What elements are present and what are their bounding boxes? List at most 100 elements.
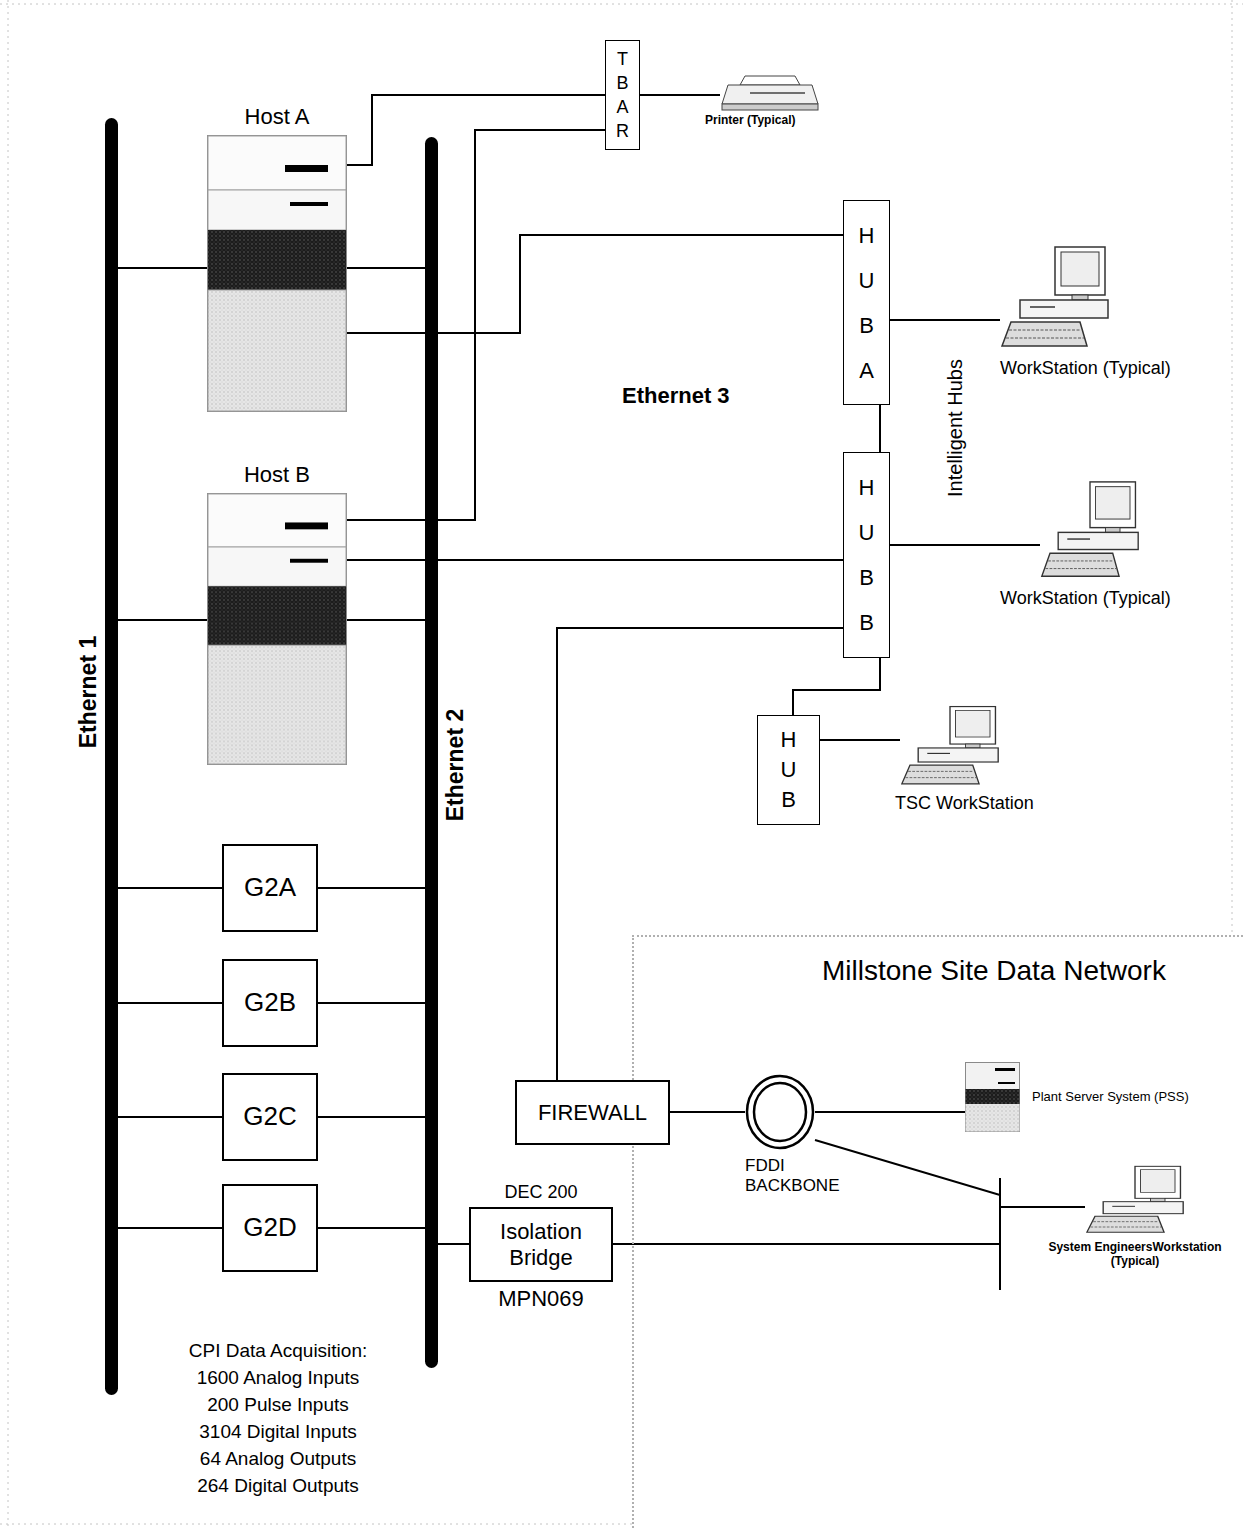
box-text: G2B	[244, 988, 296, 1018]
keyboard	[1042, 553, 1119, 576]
control-panel	[208, 586, 346, 645]
network-link	[347, 235, 843, 333]
key-row	[1009, 330, 1081, 331]
case-front	[208, 290, 346, 411]
network-link	[318, 887, 425, 889]
network-link	[438, 1243, 469, 1245]
box-text: G2A	[244, 873, 296, 903]
group-label: Intelligent Hubs	[944, 359, 967, 497]
printer-drawing	[720, 75, 820, 111]
network-link	[347, 619, 425, 621]
ethernet-bus: Ethernet 1	[105, 118, 118, 1395]
network-link	[347, 267, 425, 269]
node-caption: WorkStation (Typical)	[1000, 588, 1171, 609]
control-panel	[208, 230, 346, 290]
monitor-stand	[1150, 1198, 1165, 1201]
network-link	[118, 1002, 222, 1004]
monitor-screen	[1140, 1170, 1175, 1193]
network-link	[318, 1116, 425, 1118]
hub-box: H U B B	[843, 452, 890, 658]
io-count-note: CPI Data Acquisition:	[189, 1340, 367, 1362]
page-border	[0, 4, 1243, 5]
firewall-box: FIREWALL	[515, 1080, 670, 1145]
network-link	[890, 319, 1000, 321]
node-caption: Host A	[245, 104, 310, 129]
network-link	[318, 1227, 425, 1229]
network-link	[118, 619, 207, 621]
hub-box: H U B A	[843, 200, 890, 405]
node-caption: FDDI BACKBONE	[745, 1156, 857, 1195]
server-tower-drawing	[207, 135, 347, 412]
drive-bay	[208, 494, 346, 547]
page-border	[0, 1524, 632, 1525]
box-text: H U B B	[856, 465, 878, 645]
drive-slot	[927, 753, 950, 754]
network-link	[347, 130, 605, 520]
key-row	[908, 771, 973, 772]
drive-slot	[285, 165, 328, 172]
drive-slot	[998, 1082, 1015, 1084]
case-front	[208, 645, 346, 764]
network-link	[815, 1111, 965, 1113]
monitor	[1090, 482, 1135, 528]
network-link	[890, 544, 1040, 546]
gateway-box: G2A	[222, 844, 318, 932]
monitor-screen	[955, 710, 990, 737]
node-caption: Ethernet 1	[75, 636, 101, 748]
node-caption: TSC WorkStation	[895, 793, 1034, 814]
workstation-icon: TSC WorkStation	[900, 705, 1000, 787]
gateway-box: G2B	[222, 959, 318, 1047]
network-label: Ethernet 3	[622, 383, 730, 408]
printer-body	[722, 85, 818, 104]
node-caption: WorkStation (Typical)	[1000, 358, 1171, 379]
keyboard	[1087, 1216, 1164, 1232]
server-tower-drawing	[207, 493, 347, 765]
io-count-note: 64 Analog Outputs	[200, 1448, 356, 1470]
server-case	[208, 494, 346, 764]
io-count-note: 200 Pulse Inputs	[207, 1394, 349, 1416]
desktop-unit	[1058, 532, 1138, 549]
node-caption: Millstone Site Data Network	[822, 955, 1166, 987]
ring-outer	[747, 1076, 813, 1148]
printer-icon: Printer (Typical)	[720, 75, 820, 111]
node-caption: System EngineersWorkstation (Typical)	[1043, 1241, 1228, 1269]
box-text: G2C	[243, 1102, 296, 1132]
bridge-box: DEC 200Isolation BridgeMPN069	[469, 1207, 613, 1282]
page-border	[1232, 0, 1233, 935]
network-link	[815, 1140, 1085, 1207]
key-row	[1093, 1221, 1158, 1222]
keyboard	[902, 765, 979, 784]
case-front	[966, 1104, 1020, 1132]
io-count-note: 264 Digital Outputs	[197, 1475, 359, 1497]
node-caption: Plant Server System (PSS)	[1032, 1090, 1189, 1105]
drive-bay	[208, 136, 346, 190]
key-row	[905, 777, 976, 778]
drive-bay	[208, 190, 346, 230]
node-caption: DEC 200	[504, 1182, 577, 1203]
workstation-icon: WorkStation (Typical)	[1040, 480, 1140, 580]
network-link	[118, 1227, 222, 1229]
keyboard	[1002, 322, 1087, 346]
network-link	[820, 739, 900, 741]
node-caption: Ethernet 2	[442, 709, 468, 821]
drive-slot	[995, 1068, 1015, 1071]
network-link	[318, 1002, 425, 1004]
workstation-drawing	[1000, 245, 1110, 350]
workstation-drawing	[1085, 1165, 1185, 1235]
workstation-drawing	[900, 705, 1000, 787]
drive-slot	[285, 522, 328, 529]
drive-slot	[290, 559, 328, 563]
desktop-unit	[1020, 300, 1108, 318]
drive-slot	[290, 202, 328, 206]
network-link	[793, 658, 880, 715]
box-text: FIREWALL	[538, 1100, 647, 1125]
key-row	[1006, 338, 1084, 339]
workstation-drawing	[1040, 480, 1140, 580]
box-text: Isolation Bridge	[475, 1219, 607, 1270]
monitor	[950, 707, 995, 744]
server-tower-drawing	[965, 1062, 1020, 1132]
node-caption: MPN069	[498, 1286, 584, 1311]
